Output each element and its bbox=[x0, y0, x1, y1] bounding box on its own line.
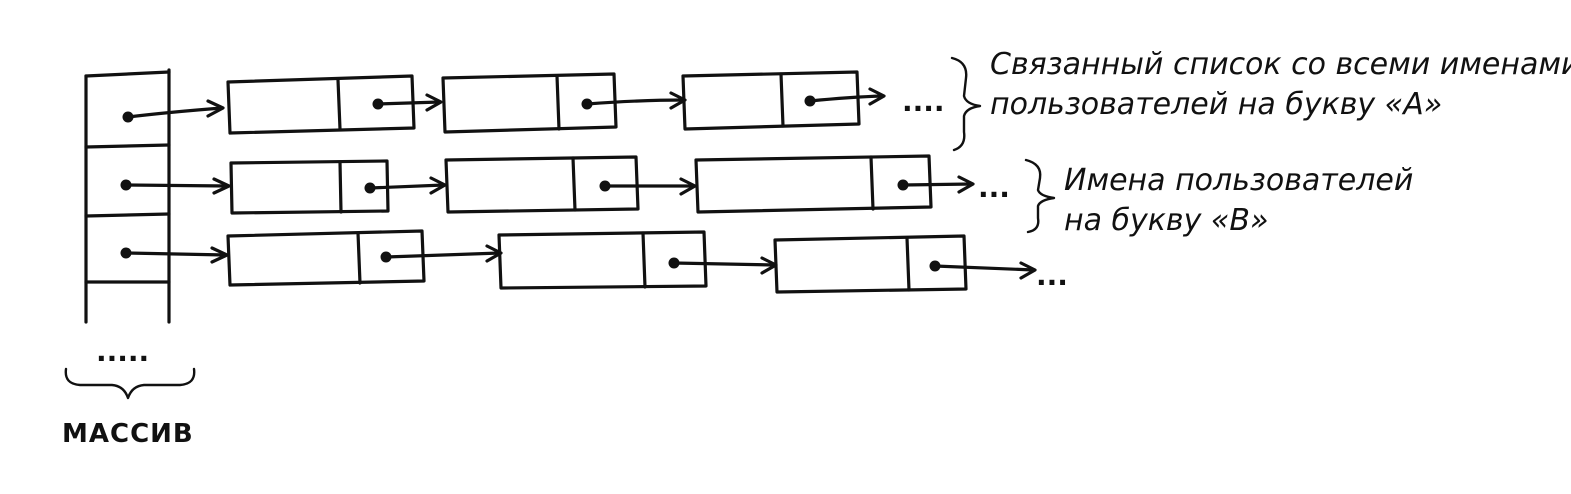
array-ellipsis: ..... bbox=[96, 335, 149, 368]
row-3-link-3 bbox=[933, 261, 1037, 280]
brace-array bbox=[64, 367, 196, 400]
row-3-node-2 bbox=[497, 230, 708, 290]
row-2-link-2 bbox=[603, 177, 697, 196]
row-1-link-2 bbox=[585, 91, 687, 110]
row-2-link-3 bbox=[901, 175, 975, 194]
row-1-ellipsis: .... bbox=[902, 85, 945, 118]
array-pointer-row-2 bbox=[120, 177, 231, 195]
row-1-node-2 bbox=[441, 72, 618, 134]
label-list-a-line-2: пользователей на букву «А» bbox=[990, 87, 1442, 122]
label-list-b-line-2: на букву «В» bbox=[1064, 203, 1269, 238]
row-2-ellipsis: ... bbox=[978, 171, 1010, 204]
row-1-link-1 bbox=[376, 93, 443, 112]
row-2-node-2 bbox=[444, 155, 640, 214]
row-1-link-3 bbox=[808, 87, 886, 106]
row-3-link-2 bbox=[672, 256, 778, 275]
row-3-ellipsis: ... bbox=[1036, 259, 1068, 292]
array-pointer-row-1 bbox=[122, 99, 225, 123]
row-3-node-3 bbox=[773, 234, 968, 294]
array-caption: МАССИВ bbox=[62, 419, 194, 449]
array bbox=[84, 68, 171, 324]
row-2-node-1 bbox=[229, 159, 390, 215]
row-3-link-1 bbox=[384, 244, 503, 263]
row-1-node-1 bbox=[226, 74, 416, 135]
row-2-link-1 bbox=[368, 176, 447, 195]
label-list-a-line-1: Связанный список со всеми именами bbox=[990, 47, 1571, 82]
brace-row-2 bbox=[1024, 158, 1056, 234]
brace-row-1 bbox=[950, 56, 982, 152]
array-pointer-row-3 bbox=[120, 246, 229, 264]
row-2-node-3 bbox=[694, 154, 933, 214]
label-list-b-line-1: Имена пользователей bbox=[1064, 163, 1413, 198]
